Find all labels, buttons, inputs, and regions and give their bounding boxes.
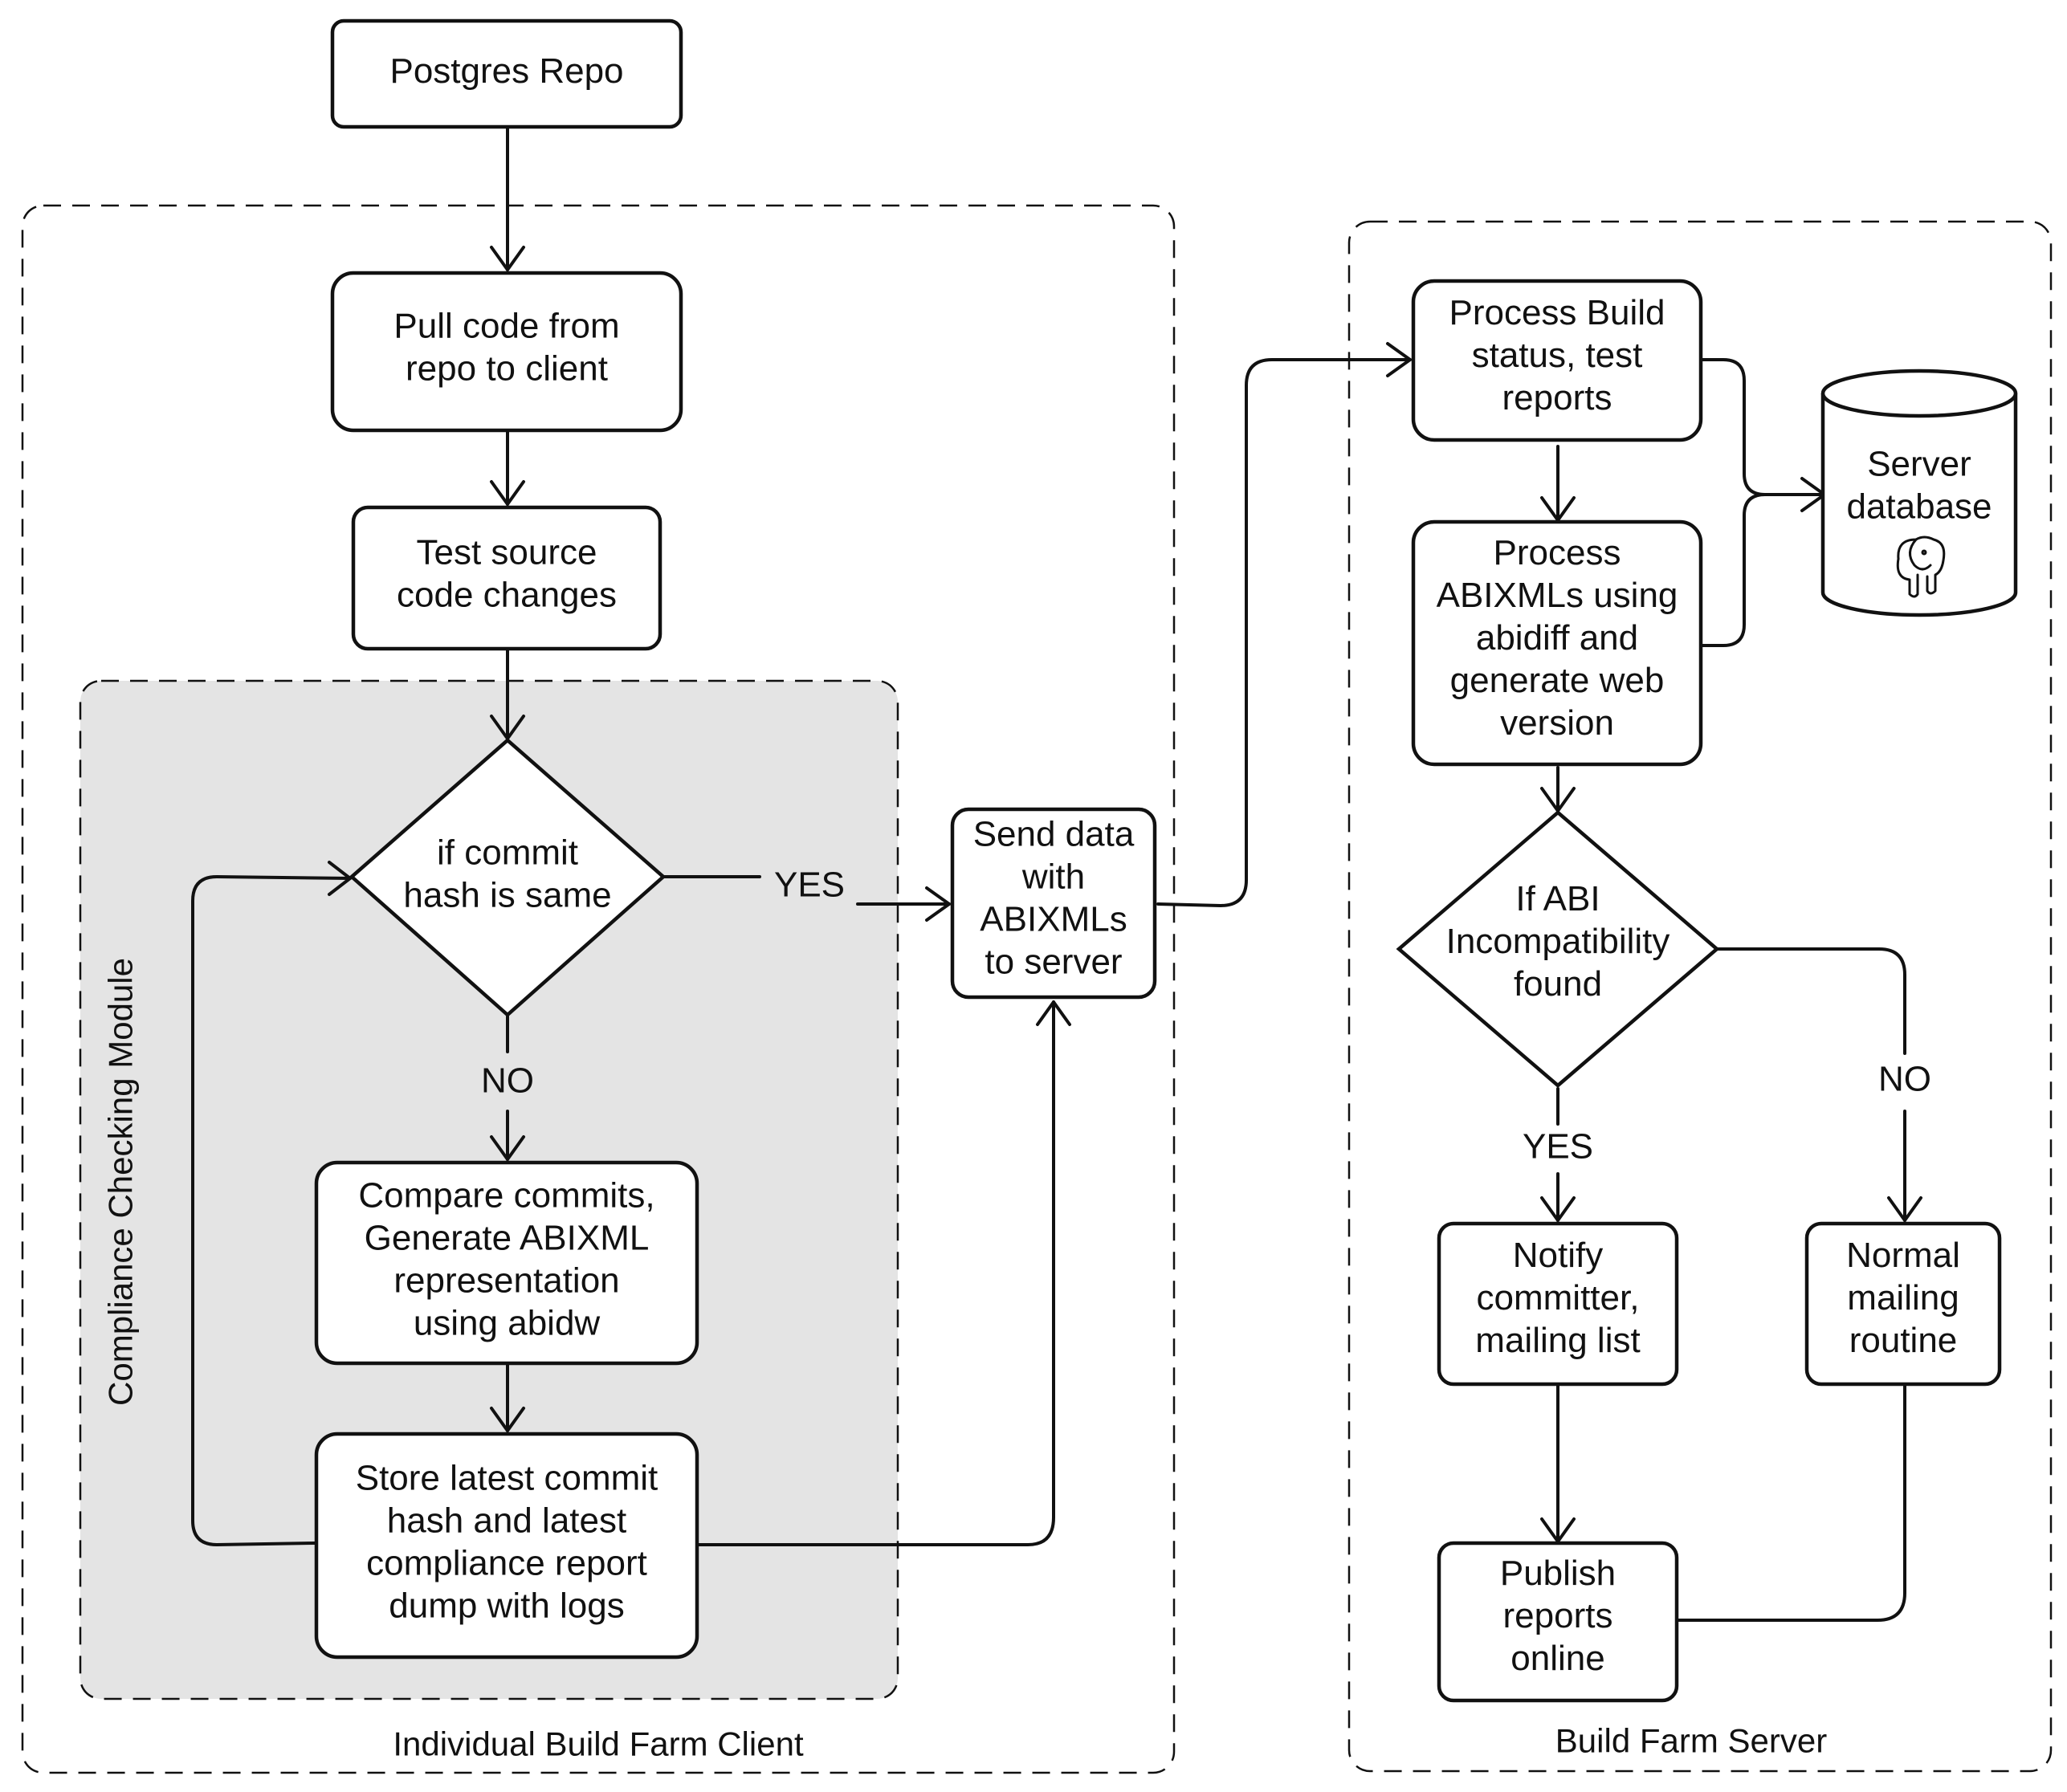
text-line: routine xyxy=(1849,1321,1958,1360)
text-line: Notify xyxy=(1513,1236,1603,1275)
client-group-label: Individual Build Farm Client xyxy=(393,1725,804,1763)
text-line: Process Build xyxy=(1449,293,1665,332)
text-line: repo to client xyxy=(406,348,608,388)
edge-store-send xyxy=(695,1000,1055,1546)
text-line: reports xyxy=(1502,378,1612,417)
text-line: version xyxy=(1500,703,1614,743)
edge-normal-publish xyxy=(1643,1384,1906,1622)
node-compare-commits-label: Compare commits,Generate ABIXML represent… xyxy=(358,1175,654,1342)
text-line: committer, xyxy=(1477,1278,1640,1318)
text-line: reports xyxy=(1503,1596,1613,1635)
text-line: Publish xyxy=(1500,1554,1616,1593)
text-line: compliance report xyxy=(366,1543,647,1582)
text-line: Send data xyxy=(973,814,1135,853)
text-line: code changes xyxy=(397,575,617,614)
text-line: ABIXMLs using xyxy=(1437,576,1678,615)
text-line: If ABI xyxy=(1515,879,1600,918)
node-postgres-repo-label: Postgres Repo xyxy=(389,51,623,91)
text-line: Test source xyxy=(417,532,597,572)
text-line: Process xyxy=(1494,533,1621,572)
text-line: dump with logs xyxy=(389,1586,624,1625)
text-line: hash is same xyxy=(403,875,611,914)
text-line: Incompatibility xyxy=(1446,922,1670,961)
server-group-border xyxy=(1347,220,2053,1773)
text-line: mailing xyxy=(1847,1278,1959,1318)
text-line: online xyxy=(1510,1639,1604,1678)
text-line: Server xyxy=(1867,444,1971,483)
edge-label-abi-no: NO xyxy=(1878,1060,1931,1099)
text-line: Store latest commit xyxy=(356,1458,658,1497)
edge-label-commit-yes: YES xyxy=(774,865,845,905)
node-server-database: Server database xyxy=(1820,369,2018,617)
text-line: status, test xyxy=(1472,336,1643,375)
edge-build-database xyxy=(1701,358,1826,496)
edge-label-commit-no: NO xyxy=(481,1061,534,1101)
text-line: mailing list xyxy=(1475,1321,1640,1360)
text-line: found xyxy=(1514,964,1602,1004)
text-line: with xyxy=(1021,857,1085,896)
edge-store-loop-decision xyxy=(191,875,352,1546)
client-group-border xyxy=(21,204,1176,1774)
text-line: Postgres Repo xyxy=(389,51,623,91)
text-line: abidiff and xyxy=(1476,618,1638,658)
text-line: Normal xyxy=(1846,1236,1960,1275)
server-group-label: Build Farm Server xyxy=(1555,1722,1827,1760)
text-line: Compare commits, xyxy=(358,1175,654,1215)
edge-decision-normal xyxy=(1715,947,1906,1055)
edges xyxy=(191,127,1922,1638)
text-line: database xyxy=(1846,487,1992,526)
text-line: ABIXMLs xyxy=(980,899,1127,939)
edge-label-abi-yes: YES xyxy=(1523,1127,1593,1167)
postgres-elephant-icon xyxy=(1896,536,1946,598)
text-line: if commit xyxy=(437,833,578,872)
node-compare-commits: Compare commits,Generate ABIXML represent… xyxy=(314,1160,699,1366)
text-line: representation xyxy=(393,1261,619,1300)
edge-send-processbuild xyxy=(1156,358,1412,907)
text-line: generate web xyxy=(1450,661,1665,700)
text-line: Generate ABIXML xyxy=(365,1218,650,1257)
text-line: to server xyxy=(985,942,1122,981)
text-line: hash and latest xyxy=(387,1501,626,1540)
edge-abixml-database xyxy=(1701,493,1767,647)
node-server-database-label: Server database xyxy=(1846,444,1992,526)
node-postgres-repo: Postgres Repo xyxy=(330,18,683,129)
module-group-label: Compliance Checking Module xyxy=(102,958,140,1406)
text-line: Pull code from xyxy=(393,306,619,345)
text-line: using abidw xyxy=(414,1303,601,1342)
